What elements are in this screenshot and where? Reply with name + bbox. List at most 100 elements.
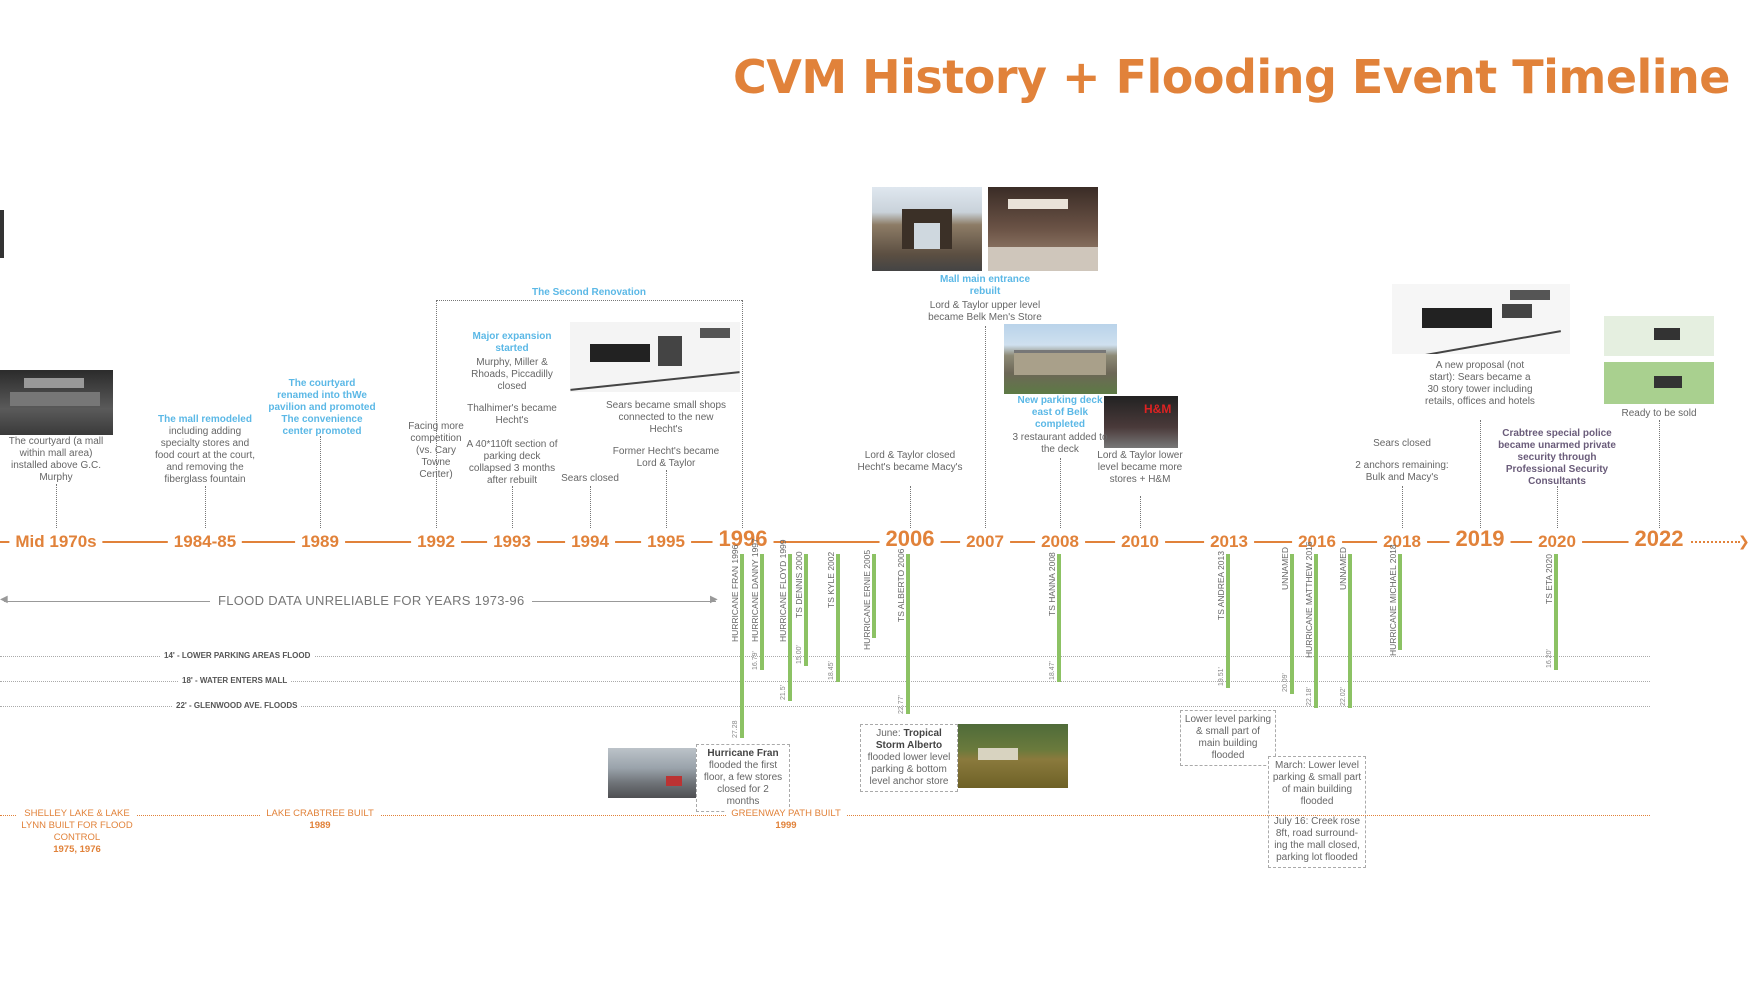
year-1994: 1994 [565,530,615,554]
courtyard-photo [0,370,113,435]
storm-bar-andrea [1226,554,1230,688]
storm-label-ernie: HURRICANE ERNIE 2005 [862,549,872,650]
timeline-axis [0,541,1660,543]
storm-value-floyd: 21.5' [780,685,787,700]
connector [1659,420,1660,528]
storm-value-unnamed-2: 22.02' [1340,687,1347,706]
year-2013: 2013 [1204,530,1254,554]
flood-2013-box: Lower level parking & small part of main… [1180,710,1276,766]
storm-value-fran: 27.28 [732,720,739,738]
tower-proposal-image [1392,284,1570,354]
storm-value-kyle: 18.45' [828,661,835,680]
storm-label-michael: HURRICANE MICHAEL 2018 [1388,544,1398,656]
year-2019: 2019 [1449,527,1511,551]
storm-value-eta: 16.20' [1546,649,1553,668]
note-lt-lower: Lord & Taylor lower level became more st… [1097,450,1183,485]
storm-label-hanna: TS HANNA 2008 [1047,552,1057,616]
storm-value-hanna: 18.47' [1049,661,1056,680]
infra-greenway-label: GREENWAY PATH BUILT [731,808,841,819]
flood-2016-march: March: Lower level parking & small part … [1272,760,1362,807]
year-1996: 1996 [712,527,774,551]
connector [590,486,591,528]
arrow-right-icon: ▶ [710,594,718,605]
infra-crabtree: LAKE CRABTREE BUILT 1989 [260,808,380,832]
infra-greenway-year: 1999 [775,820,797,831]
infra-crabtree-year: 1989 [309,820,331,831]
flood-unreliable-note: FLOOD DATA UNRELIABLE FOR YEARS 1973-96 [210,593,533,608]
connector [1402,486,1403,528]
connector [436,300,437,528]
second-renovation-label: The Second Renovation [532,287,646,298]
hurricane-fran-photo [608,748,696,798]
storm-bar-floyd [788,554,792,701]
storm-value-andrea: 19.51' [1218,667,1225,686]
infra-crabtree-label: LAKE CRABTREE BUILT [266,808,374,819]
storm-label-kyle: TS KYLE 2002 [826,551,836,608]
storm-value-unnamed-1: 20.09' [1282,673,1289,692]
renovation-plan-image [570,322,740,392]
storm-label-fran: HURRICANE FRAN 1996 [730,544,740,642]
connector [1140,496,1141,528]
flood-2016-box: March: Lower level parking & small part … [1268,756,1366,868]
year-1993: 1993 [487,530,537,554]
storm-label-unnamed-1: UNNAMED [1280,547,1290,590]
mall-entrance-photo [872,187,982,271]
alberto-title: Tropical Storm Alberto [875,728,943,751]
arrow-left-icon: ◀ [0,594,8,605]
note-entrance-rebuilt: Mall main entrance rebuilt [939,274,1031,297]
infra-greenway: GREENWAY PATH BUILT 1999 [726,808,846,832]
connector [910,486,911,528]
connector [512,486,513,528]
fran-title: Hurricane Fran [707,748,779,759]
connector [985,326,986,528]
fran-body: flooded the first floor, a few stores cl… [703,760,783,807]
hm-store-photo: H&M [1104,396,1178,448]
storm-bar-michael [1398,554,1402,650]
infra-shelley: SHELLEY LAKE & LAKE LYNN BUILT FOR FLOOD… [17,808,137,856]
storm-label-alberto: TS ALBERTO 2006 [896,548,906,622]
alberto-flood-box: June: Tropical Storm Alberto flooded low… [860,724,958,792]
note-major-body: Murphy, Miller & Rhoads, Piccadilly clos… [471,357,553,392]
timeline-axis-dotted [1660,541,1740,543]
note-remodel-body: including adding specialty stores and fo… [154,426,256,485]
infra-shelley-label: SHELLEY LAKE & LAKE LYNN BUILT FOR FLOOD… [21,808,133,843]
flood-line-22 [0,706,1650,707]
storm-bar-danny [760,554,764,670]
storm-bar-alberto [906,554,910,714]
timeline-arrow-icon: ❯ [1738,533,1750,549]
year-1989: 1989 [295,530,345,554]
storm-value-danny: 16.79' [752,651,759,670]
year-2010: 2010 [1115,530,1165,554]
year-2016: 2016 [1292,530,1342,554]
storm-bar-kyle [836,554,840,682]
edge-photo [0,210,4,258]
note-lt-closed: Lord & Taylor closed Hecht's became Macy… [857,450,963,473]
second-renovation-bracket [436,300,742,301]
storm-bar-dennis [804,554,808,666]
connector [56,484,57,528]
storm-bar-ernie [872,554,876,638]
note-lt-upper: Lord & Taylor upper level became Belk Me… [928,300,1042,323]
storm-label-floyd: HURRICANE FLOYD 1999 [778,539,788,642]
note-crabtree-police: Crabtree special police became unarmed p… [1498,428,1616,487]
year-2020: 2020 [1532,530,1582,554]
note-proposal: A new proposal (not start): Sears became… [1425,360,1535,407]
note-parking-collapse: A 40*110ft section of parking deck colla… [466,439,558,486]
connector [742,300,743,528]
storm-bar-eta [1554,554,1558,670]
year-2006: 2006 [879,527,941,551]
note-new-deck-title: New parking deck east of Belk completed [1017,395,1103,430]
year-1984: 1984-85 [167,530,243,554]
storm-label-unnamed-2: UNNAMED [1338,547,1348,590]
infra-shelley-year: 1975, 1976 [53,844,101,855]
year-1992: 1992 [411,530,461,554]
note-new-deck-body: 3 restaurant added to the deck [1012,432,1108,455]
flood-label-18: 18' - WATER ENTERS MALL [178,676,292,685]
note-anchors: 2 anchors remaining: Bulk and Macy's [1355,460,1449,483]
tropical-storm-alberto-photo [958,724,1068,788]
fran-flood-box: Hurricane Fran flooded the first floor, … [696,744,790,812]
storm-bar-unnamed-2 [1348,554,1352,708]
note-pavilion: The courtyard renamed into thWe pavilion… [268,378,376,437]
flood-line-14 [0,656,1650,657]
note-sears-closed-1994: Sears closed [561,473,619,484]
